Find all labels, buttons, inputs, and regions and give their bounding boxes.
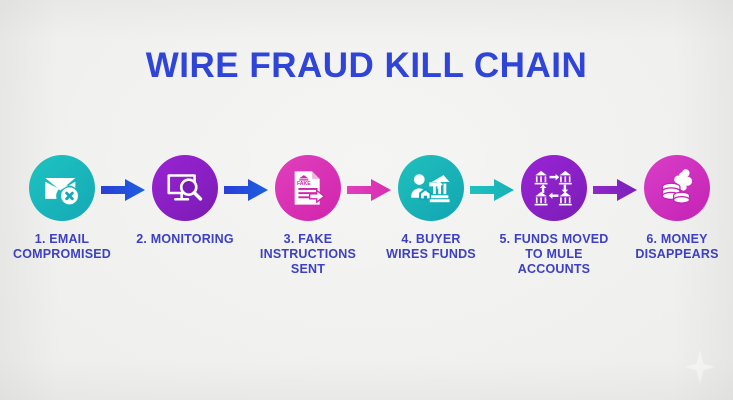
step-2-circle xyxy=(152,155,218,221)
arrow-4-to-5-icon xyxy=(470,178,514,202)
step-1-label: 1. EMAIL COMPROMISED xyxy=(12,232,112,261)
step-6-label: 6. MONEY DISAPPEARS xyxy=(635,232,719,261)
step-4-circle xyxy=(398,155,464,221)
kill-chain-step-2: 2. MONITORING xyxy=(126,150,244,247)
coins-vanishing-icon xyxy=(657,168,697,208)
kill-chain-flow: 1. EMAIL COMPROMISED 2. MONITORING FAKE xyxy=(0,150,733,300)
step-4-label: 4. BUYER WIRES FUNDS xyxy=(386,232,476,261)
kill-chain-step-6: 6. MONEY DISAPPEARS xyxy=(618,150,733,262)
step-1-circle xyxy=(29,155,95,221)
kill-chain-step-5: 5. FUNDS MOVED TO MULE ACCOUNTS xyxy=(495,150,613,277)
arrow-3-to-4-icon xyxy=(347,178,391,202)
page-title: WIRE FRAUD KILL CHAIN xyxy=(145,46,588,85)
sparkle-watermark xyxy=(685,350,715,384)
arrow-1-to-2-icon xyxy=(101,178,145,202)
step-5-circle xyxy=(521,155,587,221)
arrow-2-to-3-icon xyxy=(224,178,268,202)
mule-accounts-cycle-icon xyxy=(533,168,575,208)
buyer-bank-transfer-icon xyxy=(410,168,452,208)
step-3-circle: FAKE xyxy=(275,155,341,221)
step-5-label: 5. FUNDS MOVED TO MULE ACCOUNTS xyxy=(499,232,609,276)
fake-document-send-icon: FAKE xyxy=(288,168,328,208)
step-6-circle xyxy=(644,155,710,221)
step-2-label: 2. MONITORING xyxy=(136,232,234,246)
svg-text:FAKE: FAKE xyxy=(297,181,311,187)
monitor-magnifier-icon xyxy=(165,168,205,208)
step-3-label: 3. FAKE INSTRUCTIONS SENT xyxy=(259,232,357,276)
kill-chain-step-3: FAKE 3. FAKE INSTRUCTIONS SENT xyxy=(249,150,367,277)
kill-chain-step-4: 4. BUYER WIRES FUNDS xyxy=(372,150,490,262)
envelope-x-icon xyxy=(42,168,82,208)
arrow-5-to-6-icon xyxy=(593,178,637,202)
kill-chain-step-1: 1. EMAIL COMPROMISED xyxy=(3,150,121,262)
